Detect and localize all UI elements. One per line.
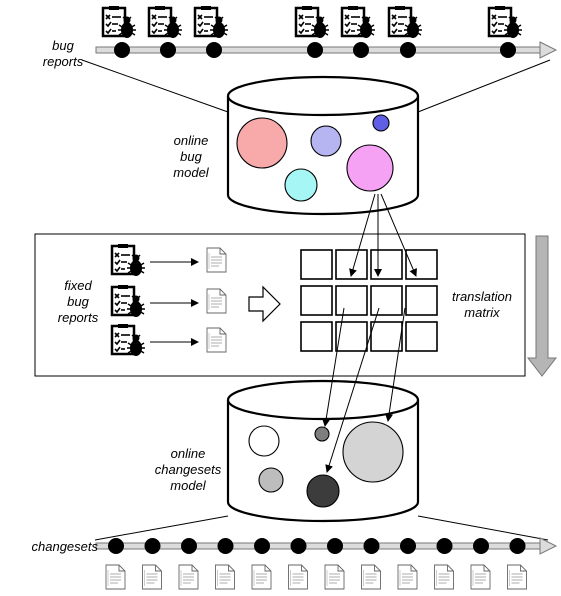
online-changesets-model-label: online changesets model: [154, 446, 222, 493]
timeline-dot: [206, 42, 222, 58]
changeset-document-icon: [470, 564, 491, 590]
matrix-cell: [370, 249, 403, 280]
bug-report-icon: [294, 4, 331, 40]
bug-report-icon: [147, 4, 184, 40]
timeline-dot: [436, 538, 453, 554]
timeline-dot: [500, 42, 516, 58]
timeline-dot: [400, 42, 416, 58]
changeset-timeline: [95, 537, 558, 590]
timeline-dot: [217, 538, 234, 554]
timeline-dot: [400, 538, 416, 554]
changeset-document-icon: [251, 564, 272, 590]
timeline-dot: [181, 538, 197, 554]
bug-report-icon: [387, 4, 424, 40]
topic-white: [248, 425, 280, 457]
topic-blue: [372, 114, 390, 132]
matrix-to-cs-topic-arrow-2: [325, 307, 380, 473]
document-icon: [206, 288, 227, 314]
bug-report-icon: [340, 4, 377, 40]
matrix-cell: [300, 285, 333, 316]
timeline-dot: [473, 538, 489, 554]
matrix-cell: [300, 249, 333, 280]
bug-report-icon: [193, 4, 230, 40]
bug-reports-label: bug reports: [42, 38, 84, 69]
fixed-bug-report-pairs: [110, 242, 227, 358]
timeline-dot: [290, 538, 307, 554]
timeline-dot: [160, 42, 176, 58]
matrix-cell: [370, 285, 403, 316]
matrix-cell: [370, 321, 403, 352]
timeline-dot: [353, 42, 369, 58]
changeset-document-icon: [324, 564, 345, 590]
translation-matrix-grid: [300, 249, 438, 352]
matrix-to-cs-topic-arrow-3: [385, 307, 406, 422]
timeline-dot: [509, 538, 526, 554]
changeset-document-icon: [507, 564, 527, 590]
timeline-dot: [114, 42, 130, 58]
timeline-dot: [327, 538, 343, 554]
matrix-cell: [335, 285, 368, 316]
topic-gray: [314, 426, 330, 442]
funnel-line-right: [417, 59, 551, 113]
matrix-cell: [405, 285, 438, 316]
document-icon: [206, 327, 227, 353]
bug-report-icon: [101, 4, 138, 40]
translation-matrix-label: translation matrix: [452, 289, 512, 320]
right-arrow-icon: [248, 285, 281, 323]
topic-translation-arrows: [322, 193, 417, 473]
topic-light-gray-large: [342, 421, 404, 483]
topic-dark: [306, 474, 340, 508]
changesets-model-cylinder: [226, 379, 420, 523]
bug-report-timeline: [95, 4, 558, 59]
matrix-cell: [300, 321, 333, 352]
topic-magenta: [346, 144, 394, 192]
document-icon: [206, 247, 227, 273]
down-arrow-icon: [526, 235, 558, 377]
changeset-document-icon: [105, 564, 126, 590]
timeline-dot: [363, 538, 380, 554]
changeset-document-icon: [142, 564, 162, 590]
bug-topic-to-matrix-arrow-1: [349, 193, 376, 277]
bug-model-cylinder: [226, 75, 420, 216]
bug-topic-to-matrix-arrow-3: [380, 193, 417, 277]
funnel-line-bottom-right: [417, 515, 549, 541]
timeline-dot: [254, 538, 270, 554]
timeline-dot: [307, 42, 323, 58]
topic-pink-red: [236, 117, 288, 169]
matrix-cell: [405, 321, 438, 352]
topic-lavender: [310, 125, 342, 157]
changeset-document-icon: [178, 564, 199, 590]
matrix-to-cs-topic-arrow-1: [322, 307, 345, 427]
changeset-document-icon: [215, 564, 235, 590]
changeset-document-icon: [397, 564, 418, 590]
changeset-document-icon: [288, 564, 308, 590]
changeset-document-icon: [434, 564, 454, 590]
topic-light-gray-small: [258, 467, 284, 493]
funnel-line-left: [81, 59, 229, 113]
topic-cyan: [284, 168, 318, 202]
timeline-dot: [144, 538, 161, 554]
bug-report-icon: [487, 4, 524, 40]
changesets-label: changesets: [31, 539, 99, 554]
fixed-bug-reports-label: fixed bug reports: [57, 278, 99, 325]
changeset-document-icon: [361, 564, 381, 590]
online-bug-model-label: online bug model: [173, 133, 209, 180]
timeline-dot: [108, 538, 124, 554]
funnel-line-bottom-left: [94, 515, 229, 541]
